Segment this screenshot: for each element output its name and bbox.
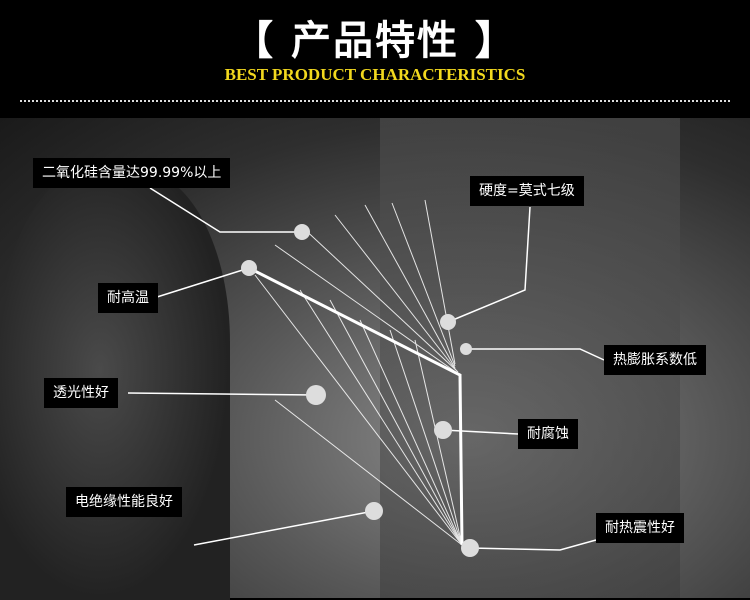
page-subtitle: BEST PRODUCT CHARACTERISTICS — [224, 65, 526, 84]
page-title: 【 产品特性 】 — [233, 17, 517, 64]
feature-label-low-expansion: 热膨胀系数低 — [604, 345, 706, 375]
feature-label-transparency: 透光性好 — [44, 378, 118, 408]
feature-label-heat-resistant: 耐高温 — [98, 283, 158, 313]
feature-label-thermal-shock: 耐热震性好 — [596, 513, 684, 543]
feature-label-purity: 二氧化硅含量达99.99%以上 — [33, 158, 231, 188]
feature-label-insulation: 电绝缘性能良好 — [66, 487, 182, 517]
leader-lines — [127, 187, 605, 551]
header: 【 产品特性 】 BEST PRODUCT CHARACTERISTICS — [0, 0, 750, 118]
callout-dots — [241, 224, 479, 557]
feature-label-hardness: 硬度=莫式七级 — [470, 176, 584, 206]
dotted-divider — [20, 100, 730, 102]
glass-sheets — [254, 199, 463, 547]
feature-label-corrosion-resistant: 耐腐蚀 — [518, 419, 578, 449]
